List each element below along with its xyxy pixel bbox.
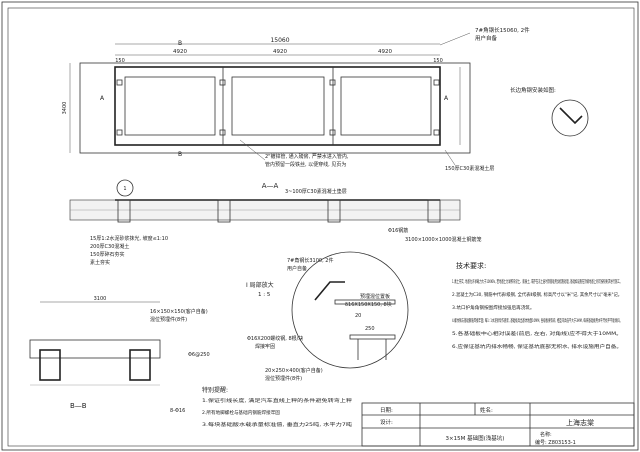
detail1-note-2: 用户自备: [287, 265, 307, 272]
title-name-field: 名称:: [540, 431, 552, 438]
plan-seg3-dim: 4920: [378, 49, 392, 55]
plan-conduit-note-2: 管内预留一段铁丝, 以便穿线, 见页为: [265, 161, 346, 168]
plan-total-length: 15060: [270, 37, 289, 44]
detail1-embed-label: 预埋混位置板: [360, 293, 390, 300]
title-number: 编号: Z803153-1: [535, 439, 576, 446]
tech-requirements: 技术要求: 1.素土夯实, 地基允许承载力大于100KPa, 若地基土为湖积杂淤…: [452, 261, 622, 350]
section-bb-rebar: 8-Φ16: [170, 408, 185, 414]
detail-i: 7#角钢长3100, 2件 用户自备 I 局部放大 1 : 5 预埋混位置板 δ…: [246, 251, 409, 382]
plan-conduit-note-1: 2"镀锌管, 通入磅房, 严禁水进入管内,: [265, 153, 349, 160]
detail1-title: I 局部放大: [246, 281, 274, 289]
plan-section-a-left: A: [100, 95, 105, 102]
corner-label: 长边角钢安装如图:: [510, 86, 556, 94]
section-bb: 3100 B—B 16×150×150(客户自备) 混位预埋件(8件) Φ6@2…: [29, 296, 210, 414]
tech-title: 技术要求:: [456, 261, 486, 270]
special-title: 特别提醒:: [202, 386, 228, 394]
plan-steel-note-2: 用户自备: [475, 34, 498, 42]
section-aa-left-note-2: 200厚C30混凝土: [90, 243, 129, 250]
plan-end-left: 150: [115, 58, 125, 64]
plan-section-a-right: A: [444, 95, 449, 102]
detail1-dim-b: 250: [365, 326, 375, 332]
plan-seg1-dim: 4920: [173, 49, 187, 55]
detail1-anchor-note-2: 焊接牢固: [255, 343, 275, 350]
title-name-label: 姓名:: [480, 406, 493, 414]
tech-item-5: 5.各基础板中心相对误差(前后, 左右, 对角线)应不得大于10MM。: [452, 330, 622, 337]
plan-outer-pit: [79, 62, 471, 154]
tech-item-2: 2.混凝土为C30, 钢筋中代表Ⅰ级钢, 全代表Ⅱ级钢, 标高尺寸以"米"记, …: [452, 291, 622, 298]
special-item-1: 1.保证引线长度, 满足汽车直线上秤的条件避免转弯上秤: [202, 397, 353, 404]
section-aa-cage-note: 3100×1000×1000混凝土钢筋笼: [405, 236, 482, 243]
title-block: 日期: 姓名: 设计: 上海志棠 3×15M 基础图(浅基坑) 名称: 编号: …: [361, 402, 635, 447]
section-bb-bolt: Φ6@250: [188, 352, 210, 358]
corner-detail: 长边角钢安装如图:: [510, 86, 589, 137]
detail1-note-1: 7#角钢长3100, 2件: [287, 257, 333, 264]
detail-marker-1: 1: [123, 186, 126, 192]
plan-seg2-dim: 4920: [273, 49, 287, 55]
detail1-dim-a: 20: [355, 313, 361, 319]
plan-view: 15060 4920 4920 4920 150 150 3400 A A B: [62, 26, 530, 172]
section-aa-rebar-note: Φ16钢筋: [388, 227, 408, 234]
plan-width-dim: 3400: [62, 102, 68, 115]
tech-item-3: 3.坑口护角角钢按图焊接加强后再浇筑。: [452, 304, 534, 311]
section-aa-left-note-4: 素土夯实: [90, 259, 110, 266]
special-item-2: 2.所有地脚螺栓与基础内钢筋焊接牢固: [202, 409, 280, 416]
detail1-anchor-note-1: Φ16X200螺纹钢, 8根/块: [247, 335, 303, 342]
detail1-plate-note-1: 20×250×400(客户自备): [265, 367, 323, 374]
tech-item-4: 4.螺纹钢与基础钢筋焊接牢固; 每1: 1水泥砂浆作底浆, 基础板高出基坑地面1…: [452, 317, 622, 324]
section-bb-plate-note-2: 混位预埋件(8件): [150, 316, 187, 323]
plan-platform: [114, 66, 441, 146]
detail1-plate-note-2: 混位预埋件(8件): [265, 375, 302, 382]
section-aa-title: A—A: [262, 182, 279, 190]
section-bb-plate-note-1: 16×150×150(客户自备): [150, 308, 208, 315]
tech-item-6: 6.应保证基坑内排水畅畅, 保证基坑底部无积水, 排水设施用户自备。: [452, 343, 622, 350]
section-aa-left-note-3: 150厚碎石夯实: [90, 251, 125, 258]
section-aa: A—A 3~100厚C30素混凝土垫层 1 15厚1:2水泥砂浆抹光, 坡度≤1…: [69, 179, 482, 266]
detail1-embed-dims: δ16X150X150, 8块: [345, 301, 392, 308]
section-aa-left-note-1: 15厚1:2水泥砂浆抹光, 坡度≤1:10: [90, 235, 168, 242]
section-bb-title: B—B: [70, 402, 87, 410]
title-company: 上海志棠: [566, 418, 594, 427]
inner-border: [7, 7, 635, 447]
plan-end-right: 150: [433, 58, 443, 64]
special-reminder: 特别提醒: 1.保证引线长度, 满足汽车直线上秤的条件避免转弯上秤 2.所有地脚…: [202, 386, 353, 428]
tech-item-1: 1.素土夯实, 地基允许承载力大于100KPa, 若地基土为湖积杂淤土、膨胀土,…: [452, 278, 622, 285]
plan-section-b-top: B: [178, 40, 182, 47]
section-aa-top-note: 3~100厚C30素混凝土垫层: [285, 188, 347, 195]
plan-section-b-bottom: B: [178, 151, 182, 158]
plan-concrete-note: 150厚C30素混凝土层: [445, 165, 494, 172]
special-item-3: 3.每块基础版水载承量标准值, 垂直力25吨, 水平力7吨: [202, 421, 353, 428]
detail1-scale: 1 : 5: [258, 292, 271, 298]
title-designer-label: 设计:: [380, 418, 393, 426]
plan-steel-note-1: 7#角钢长15060, 2件: [475, 26, 530, 34]
title-date-label: 日期:: [380, 407, 393, 414]
section-bb-width: 3100: [94, 296, 107, 302]
title-drawing-name: 3×15M 基础图(浅基坑): [446, 434, 505, 442]
